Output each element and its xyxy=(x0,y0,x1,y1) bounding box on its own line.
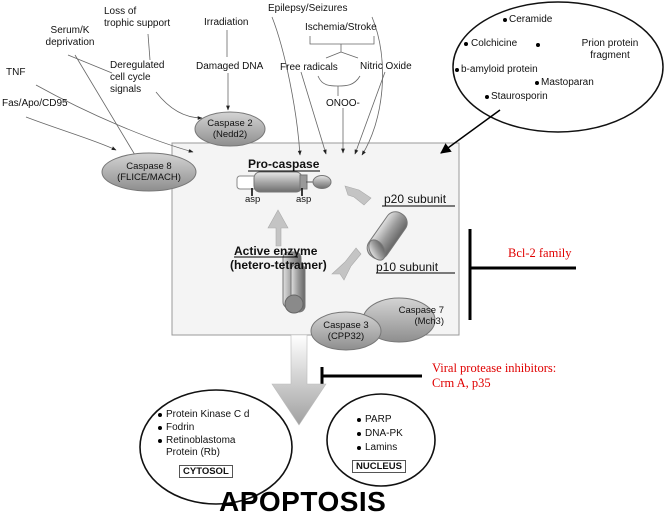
caspase-8-alias: (FLICE/MACH) xyxy=(117,172,181,183)
drug-colchicine: Colchicine xyxy=(471,38,518,49)
p10-subunit-shape xyxy=(368,239,386,261)
caspase-3-alias: (CPP32) xyxy=(327,331,365,342)
label-serum-line2: deprivation xyxy=(45,37,95,48)
label-free-radicals: Free radicals xyxy=(280,62,338,73)
label-damaged-dna: Damaged DNA xyxy=(196,61,264,72)
label-lines xyxy=(234,170,455,274)
caspase-7-name: Caspase 7 xyxy=(398,305,444,316)
label-p10-subunit: p10 subunit xyxy=(376,260,439,274)
label-irradiation: Irradiation xyxy=(204,17,249,28)
caspase-2-shape xyxy=(194,111,266,147)
label-serum-line1: Serum/K xyxy=(50,25,90,36)
drug-ceramide: Ceramide xyxy=(509,14,553,25)
label-serum-deprivation: Serum/K deprivation xyxy=(40,25,100,49)
cytosol-item-rb-1: Retinoblastoma xyxy=(166,435,236,446)
label-deregulated-line3: signals xyxy=(110,84,142,95)
nucleus-label: NUCLEUS xyxy=(352,460,406,473)
label-loss-line1: Loss of xyxy=(104,6,137,17)
caspase-8-label: Caspase 8 (FLICE/MACH) xyxy=(104,161,194,183)
label-trophic-support: Loss of trophic support xyxy=(104,6,170,30)
drug-prion-fragment: Prion protein fragment xyxy=(570,38,650,62)
label-p20-subunit: p20 subunit xyxy=(384,192,447,206)
label-asp-1: asp xyxy=(245,194,261,205)
caspase-2-label: Caspase 2 (Nedd2) xyxy=(196,118,264,140)
cytosol-item-fodrin: Fodrin xyxy=(166,422,195,433)
label-bcl2-family: Bcl-2 family xyxy=(508,246,572,260)
label-hetero-tetramer: (hetero-tetramer) xyxy=(230,258,327,272)
label-tnf: TNF xyxy=(6,67,26,78)
label-loss-line2: trophic support xyxy=(104,18,171,29)
inducer-arrows xyxy=(25,16,386,161)
label-active-enzyme: Active enzyme xyxy=(234,244,318,258)
label-viral-line2: Crm A, p35 xyxy=(432,376,491,390)
cytosol-label: CYTOSOL xyxy=(179,465,233,478)
caspase-7-alias: (Mch3) xyxy=(414,316,444,327)
bcl2-inhibition xyxy=(468,229,576,320)
cytosol-ellipse xyxy=(139,389,293,505)
label-epilepsy: Epilepsy/Seizures xyxy=(268,3,348,14)
drug-b-amyloid: b-amyloid protein xyxy=(461,64,538,75)
nucleus-ellipse xyxy=(326,393,436,487)
label-viral-line1: Viral protease inhibitors: xyxy=(432,361,557,375)
caspase-8-shape xyxy=(101,152,197,192)
viral-inhibition xyxy=(320,367,422,384)
label-onoo: ONOO- xyxy=(326,98,360,109)
caspase-8-name: Caspase 8 xyxy=(126,161,172,172)
nucleus-item-parp: PARP xyxy=(365,414,392,425)
caspase-2-name: Caspase 2 xyxy=(207,118,253,129)
caspase-3-label: Caspase 3 (CPP32) xyxy=(314,320,378,342)
label-deregulated-line2: cell cycle xyxy=(110,72,151,83)
drug-prion-line1: Prion protein xyxy=(581,38,639,49)
drug-ellipse xyxy=(452,1,664,133)
cycle-arrows xyxy=(267,185,372,281)
bullets xyxy=(158,18,540,450)
drug-mastoparan: Mastoparan xyxy=(541,77,594,88)
label-ischemia: Ischemia/Stroke xyxy=(305,22,377,33)
caspase-7-label: Caspase 7 (Mch3) xyxy=(370,305,444,327)
label-asp-2: asp xyxy=(296,194,312,205)
label-deregulated-line1: Deregulated xyxy=(110,60,165,71)
label-nitric-oxide: Nitric Oxide xyxy=(360,61,412,72)
label-deregulated-signals: Deregulated cell cycle signals xyxy=(110,60,164,96)
caspase-3-name: Caspase 3 xyxy=(323,320,369,331)
nucleus-item-lamins: Lamins xyxy=(365,442,398,453)
label-viral-inhibitors: Viral protease inhibitors: Crm A, p35 xyxy=(432,361,556,391)
pro-caspase-shape xyxy=(236,171,332,196)
big-down-arrow xyxy=(271,334,327,426)
caspase-2-alias: (Nedd2) xyxy=(212,129,248,140)
active-enzyme-shape xyxy=(282,251,306,314)
drug-staurosporin: Staurosporin xyxy=(491,91,548,102)
caspase-3-shape xyxy=(310,311,382,351)
cytosol-item-pkc: Protein Kinase C d xyxy=(166,409,250,420)
drug-prion-line2: fragment xyxy=(590,50,630,61)
diagram-title: APOPTOSIS xyxy=(219,486,387,517)
label-fas: Fas/Apo/CD95 xyxy=(2,98,68,109)
nucleus-item-dnapk: DNA-PK xyxy=(365,428,403,439)
cytosol-item-rb-2: Protein (Rb) xyxy=(166,447,220,458)
label-pro-caspase: Pro-caspase xyxy=(248,157,320,171)
